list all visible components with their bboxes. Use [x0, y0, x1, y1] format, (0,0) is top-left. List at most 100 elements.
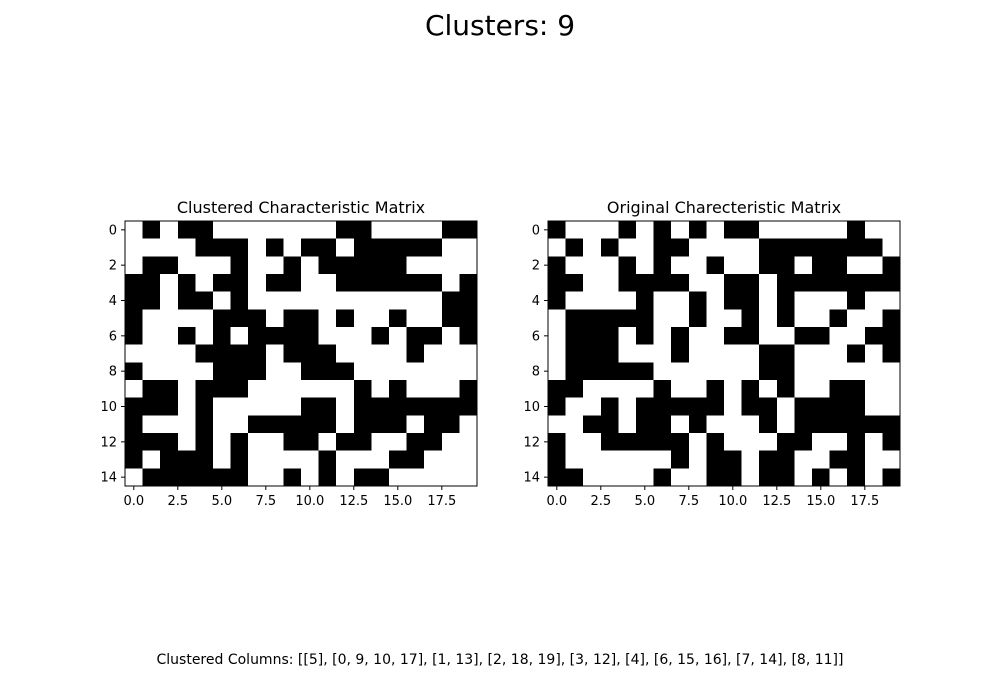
heatmap-cell [636, 468, 654, 487]
y-tick-label: 14 [100, 471, 117, 486]
heatmap-cell [829, 433, 848, 452]
heatmap-cell [812, 309, 830, 328]
heatmap-cell [706, 344, 725, 363]
heatmap-cell [671, 238, 690, 257]
heatmap-cell [213, 397, 231, 416]
heatmap-cell [724, 221, 742, 240]
heatmap-cell [636, 221, 654, 240]
heatmap-cell [301, 344, 319, 363]
heatmap-cell [706, 291, 725, 310]
heatmap-cell [441, 450, 460, 469]
heatmap-cell [230, 380, 249, 399]
heatmap-cell [724, 433, 742, 452]
heatmap-cell [812, 450, 830, 469]
heatmap-cell [318, 415, 337, 434]
heatmap-cell [265, 415, 284, 434]
heatmap-cell [565, 380, 584, 399]
y-tick-label: 8 [532, 365, 540, 380]
heatmap-cell [776, 238, 795, 257]
x-tick-label: 10.0 [295, 494, 324, 509]
heatmap-cell [776, 256, 795, 275]
heatmap-cell [724, 274, 742, 293]
x-tick-label: 10.0 [718, 494, 747, 509]
y-tick-label: 2 [532, 259, 540, 274]
heatmap-cell [776, 309, 795, 328]
heatmap-cell [160, 344, 179, 363]
heatmap-cell [688, 362, 707, 381]
heatmap-cell [459, 397, 478, 416]
heatmap-cell [177, 450, 196, 469]
heatmap-cell [318, 238, 337, 257]
heatmap-cell [671, 397, 690, 416]
heatmap-cell [265, 221, 284, 240]
y-tick-label: 10 [100, 400, 117, 415]
heatmap-cell [406, 221, 425, 240]
heatmap-cell [406, 238, 425, 257]
heatmap-cell [424, 344, 443, 363]
heatmap-cell [336, 397, 355, 416]
heatmap-cell [548, 380, 566, 399]
heatmap-cell [336, 380, 355, 399]
heatmap-cell [459, 291, 478, 310]
heatmap-cell [724, 344, 742, 363]
heatmap-cell [794, 380, 813, 399]
heatmap-cell [882, 397, 901, 416]
heatmap-cell [600, 344, 619, 363]
heatmap-cell [318, 380, 337, 399]
heatmap-cell [759, 256, 778, 275]
heatmap-cell [230, 468, 249, 487]
heatmap-cell [301, 468, 319, 487]
heatmap-cell [318, 397, 337, 416]
heatmap-cell [336, 291, 355, 310]
heatmap-cell [177, 291, 196, 310]
heatmap-cell [353, 450, 372, 469]
heatmap-cell [864, 380, 883, 399]
heatmap-cell [371, 274, 390, 293]
heatmap-cell [741, 309, 760, 328]
heatmap-cell [142, 221, 161, 240]
heatmap-cell [406, 274, 425, 293]
heatmap-cell [265, 327, 284, 346]
heatmap-cell [389, 344, 407, 363]
heatmap-cell [248, 397, 267, 416]
heatmap-cell [636, 433, 654, 452]
heatmap-cell [142, 433, 161, 452]
heatmap-cell [618, 274, 637, 293]
heatmap-cell [882, 238, 901, 257]
heatmap-cell [248, 415, 267, 434]
heatmap-cell [318, 344, 337, 363]
heatmap-cell [583, 450, 602, 469]
heatmap-cell [441, 415, 460, 434]
heatmap-cell [847, 362, 866, 381]
y-tick-label: 6 [532, 329, 540, 344]
heatmap-cell [653, 238, 672, 257]
heatmap-cell [125, 468, 143, 487]
heatmap-cell [301, 362, 319, 381]
heatmap-cell [565, 344, 584, 363]
heatmap-cell [741, 256, 760, 275]
heatmap-cell [864, 291, 883, 310]
heatmap-cell [829, 344, 848, 363]
heatmap-cell [565, 274, 584, 293]
heatmap-cell [441, 309, 460, 328]
heatmap-cell [776, 362, 795, 381]
heatmap-cell [794, 327, 813, 346]
heatmap-cell [195, 344, 214, 363]
heatmap-cell [618, 380, 637, 399]
heatmap-cell [142, 415, 161, 434]
heatmap-cell [829, 397, 848, 416]
heatmap-cell [653, 327, 672, 346]
heatmap-cell [424, 415, 443, 434]
heatmap-cell [759, 468, 778, 487]
heatmap-cell [864, 468, 883, 487]
heatmap-cell [759, 238, 778, 257]
heatmap-cell [424, 256, 443, 275]
heatmap-cell [160, 291, 179, 310]
heatmap-cell [195, 221, 214, 240]
x-tick-label: 7.5 [255, 494, 276, 509]
heatmap-cell [812, 327, 830, 346]
heatmap-cell [441, 238, 460, 257]
heatmap-cell [847, 468, 866, 487]
heatmap-cell [125, 238, 143, 257]
